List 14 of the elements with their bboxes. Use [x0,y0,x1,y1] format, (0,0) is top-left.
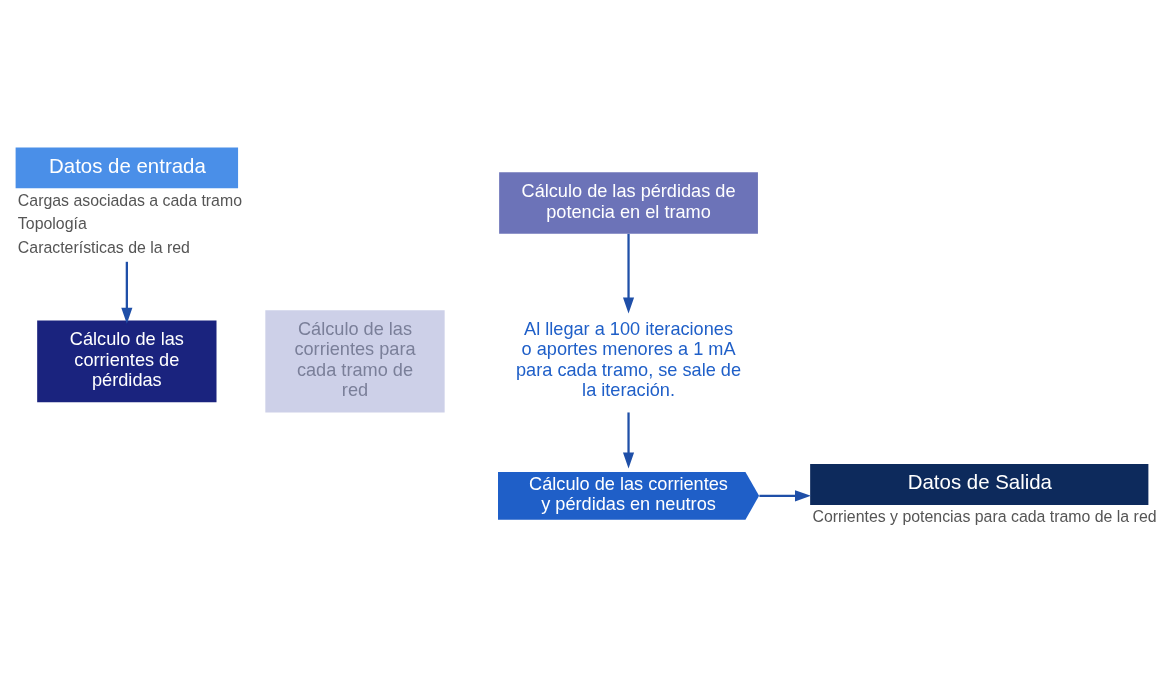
node-label: Características de la red [17,238,190,256]
arrow [622,233,635,313]
node-label: Corrientes y potencias para cada tramo de la red [812,507,1157,525]
node-box: Datos de Salida [810,463,1149,505]
node-box: Cálculo de las pérdidas de potencia en el tramo [499,171,758,234]
node-label: Topología [17,214,87,232]
arrow [759,489,811,501]
arrow [622,411,635,468]
node-text: Al llegar a 100 iteraciones o aportes menores a 1 mA para cada tramo, se sale de la iteración. [516,318,742,400]
node-box: Cálculo de las corrientes para cada tramo de red [265,309,445,412]
node-box: Cálculo de las corrientes de pérdidas [37,319,217,402]
arrow [121,261,133,324]
node-label: Cargas asociadas a cada tramo [17,190,243,208]
node-box: Datos de entrada [15,146,239,188]
